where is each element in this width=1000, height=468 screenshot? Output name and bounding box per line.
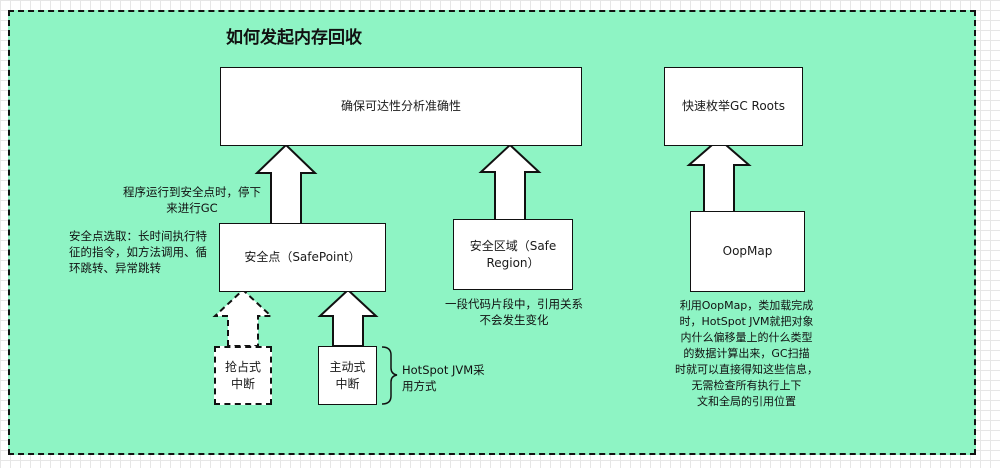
voluntary-label-line1: 主动式 [329,359,366,374]
hotspot-adopted-line1: HotSpot JVM采 [402,363,485,377]
gc-roots-label: 快速枚举GC Roots [682,99,785,113]
oopmap-box: OopMap [690,211,805,292]
gc-roots-box: 快速枚举GC Roots [664,67,803,146]
safe-region-desc-line2: 不会发生变化 [479,313,549,327]
reachability-label: 确保可达性分析准确性 [340,99,461,113]
safe-region-label-line1: 安全区域（Safe [469,238,557,253]
safepoint-selection-line3: 环跳转、异常跳转 [69,261,161,275]
hotspot-adopted-line2: 用方式 [402,379,437,393]
safe-region-desc-line1: 一段代码片段中，引用关系 [445,297,583,311]
safepoint-label: 安全点（SafePoint） [244,250,361,264]
arrow-safepoint-to-reachability [254,143,318,225]
oopmap-desc-line5: 时就可以直接得知这些信息， [675,363,818,376]
stop-for-gc-note: 程序运行到安全点时，停下 来进行GC [122,184,262,216]
safepoint-selection-line1: 安全点选取：长时间执行特 [69,229,207,243]
oopmap-desc-line6: 无需检查所有执行上下 [691,379,802,392]
voluntary-label-line2: 中断 [335,376,360,391]
voluntary-interrupt-box: 主动式 中断 [318,346,377,405]
oopmap-desc-line7: 文和全局的引用位置 [697,395,796,408]
oopmap-label: OopMap [722,244,773,258]
arrow-saferegion-to-reachability [478,143,542,221]
preemptive-interrupt-box: 抢占式 中断 [214,346,272,405]
reachability-box: 确保可达性分析准确性 [220,67,582,146]
preemptive-label-line2: 中断 [230,376,255,391]
safe-region-box: 安全区域（Safe Region） [453,219,573,290]
arrow-preemptive-to-safepoint [212,288,274,347]
preemptive-label-line1: 抢占式 [224,359,261,374]
stop-for-gc-line2: 来进行GC [166,201,218,215]
brace-hotspot [381,346,398,405]
oopmap-desc-line3: 内什么偏移量上的什么类型 [680,331,813,344]
oopmap-note: 利用OopMap，类加载完成 时，HotSpot JVM就把对象 内什么偏移量上… [664,298,829,410]
safe-region-note: 一段代码片段中，引用关系 不会发生变化 [440,296,588,328]
arrow-voluntary-to-safepoint [317,288,379,347]
safe-region-label-line2: Region） [486,255,540,270]
safepoint-box: 安全点（SafePoint） [219,223,386,292]
diagram-title: 如何发起内存回收 [226,28,362,48]
arrow-oopmap-to-gcroots [686,137,752,213]
safepoint-selection-line2: 征的指令，如方法调用、循 [69,245,207,259]
oopmap-desc-line2: 时，HotSpot JVM就把对象 [679,315,814,328]
oopmap-desc-line1: 利用OopMap，类加载完成 [679,299,814,312]
safepoint-selection-note: 安全点选取：长时间执行特 征的指令，如方法调用、循 环跳转、异常跳转 [69,228,219,276]
stop-for-gc-line1: 程序运行到安全点时，停下 [123,185,261,199]
oopmap-desc-line4: 的数据计算出来，GC扫描 [683,347,810,360]
hotspot-adopted-note: HotSpot JVM采 用方式 [402,362,502,394]
